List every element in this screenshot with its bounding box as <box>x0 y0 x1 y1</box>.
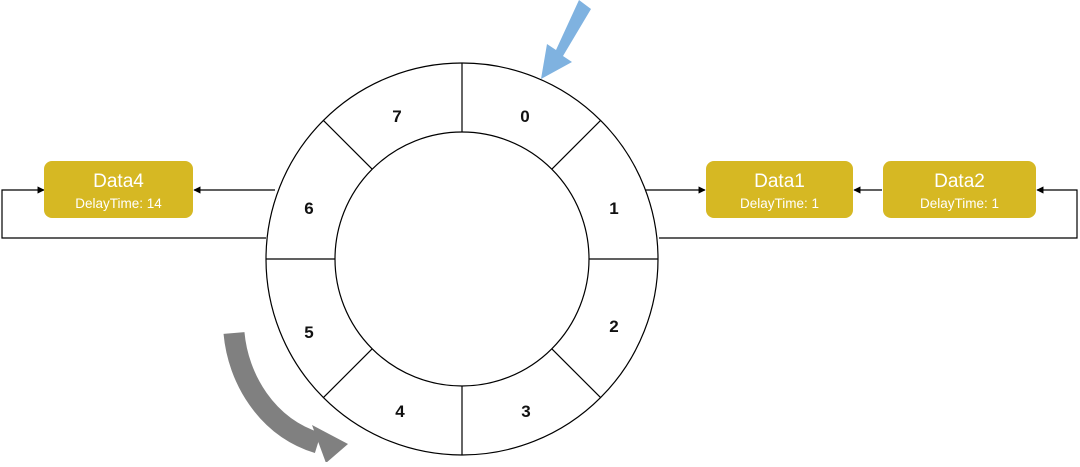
slot-0-label: 0 <box>520 107 529 126</box>
slot-7-label: 7 <box>392 107 401 126</box>
data4-delay: DelayTime: 14 <box>75 196 162 211</box>
inner-ring <box>334 131 590 387</box>
data2-delay: DelayTime: 1 <box>920 196 999 211</box>
slot-3-label: 3 <box>521 402 530 421</box>
clockwise-curved-arrow-icon <box>223 331 348 463</box>
link-data2-return <box>659 186 1078 239</box>
link-data4-return <box>1 186 266 239</box>
data1-card: Data1 DelayTime: 1 <box>706 161 853 218</box>
data1-delay: DelayTime: 1 <box>740 196 819 211</box>
down-left-arrow-icon <box>541 0 591 79</box>
slot-dividers <box>266 63 658 455</box>
data4-card: Data4 DelayTime: 14 <box>44 161 193 218</box>
data2-title: Data2 <box>934 171 985 192</box>
slot-1-label: 1 <box>609 199 618 218</box>
data1-title: Data1 <box>754 171 805 192</box>
slot-5-label: 5 <box>304 323 313 342</box>
data2-card: Data2 DelayTime: 1 <box>883 161 1036 218</box>
slot-1-list-links <box>645 186 1078 239</box>
slot-4-label: 4 <box>395 402 405 421</box>
slot-6-label: 6 <box>304 199 313 218</box>
slot-6-list-links <box>1 186 275 239</box>
slot-2-label: 2 <box>609 317 618 336</box>
data4-title: Data4 <box>93 171 144 192</box>
